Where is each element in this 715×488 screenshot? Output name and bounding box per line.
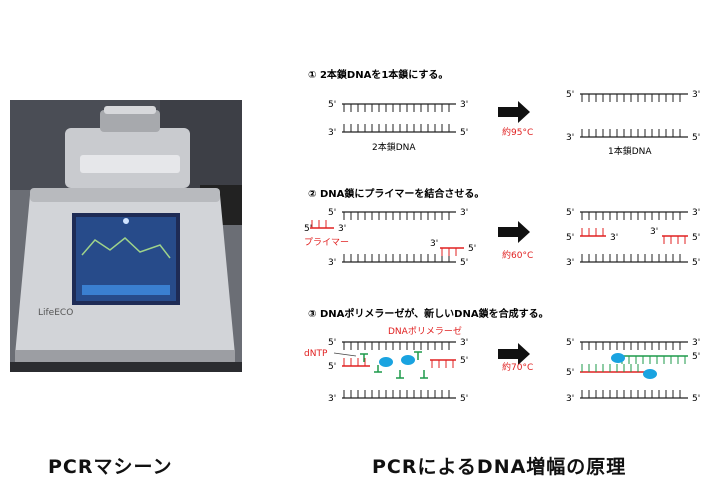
polymerase-icon bbox=[643, 369, 657, 379]
svg-text:5': 5' bbox=[566, 90, 574, 100]
svg-text:3': 3' bbox=[460, 100, 468, 110]
polymerase-icon bbox=[611, 353, 625, 363]
temp-70: 約70°C bbox=[502, 361, 533, 373]
svg-text:3': 3' bbox=[566, 258, 574, 268]
svg-text:5': 5' bbox=[692, 394, 700, 404]
brand-label: LifeECO bbox=[38, 308, 73, 318]
temp-95: 約95°C bbox=[502, 126, 533, 138]
svg-text:3': 3' bbox=[566, 394, 574, 404]
label-dntp: dNTP bbox=[304, 349, 328, 359]
step2-title: ② DNA鎖にプライマーを結合させる。 bbox=[308, 187, 484, 200]
step1-title: ① 2本鎖DNAを1本鎖にする。 bbox=[308, 68, 448, 81]
label-single-strand: 1本鎖DNA bbox=[608, 145, 652, 157]
svg-text:5': 5' bbox=[692, 233, 700, 243]
svg-text:3': 3' bbox=[338, 224, 346, 234]
svg-text:3': 3' bbox=[566, 133, 574, 143]
svg-text:5': 5' bbox=[328, 208, 336, 218]
svg-text:3': 3' bbox=[328, 258, 336, 268]
svg-text:3': 3' bbox=[328, 128, 336, 138]
svg-text:5': 5' bbox=[328, 100, 336, 110]
svg-text:5': 5' bbox=[692, 352, 700, 362]
polymerase-icon bbox=[379, 357, 393, 367]
arrow-right-icon bbox=[498, 343, 530, 365]
polymerase-icon bbox=[401, 355, 415, 365]
svg-text:3': 3' bbox=[650, 227, 658, 237]
svg-text:3': 3' bbox=[610, 233, 618, 243]
label-polymerase: DNAポリメラーゼ bbox=[388, 325, 462, 337]
svg-text:5': 5' bbox=[468, 244, 476, 254]
svg-text:3': 3' bbox=[692, 338, 700, 348]
svg-text:5': 5' bbox=[692, 258, 700, 268]
step3-left-strands: 5' 3' 3' 5' 5' 5' bbox=[328, 338, 468, 404]
svg-text:5': 5' bbox=[328, 338, 336, 348]
step2-right-strands: 5' 3' 3' 5' 5' 3' 3' 5' bbox=[566, 208, 700, 268]
temp-60: 約60°C bbox=[502, 249, 533, 261]
svg-text:5': 5' bbox=[460, 128, 468, 138]
svg-text:3': 3' bbox=[460, 338, 468, 348]
svg-text:3': 3' bbox=[692, 208, 700, 218]
pcr-principle-diagram: ① 2本鎖DNAを1本鎖にする。 5' 3' 3' 5' 2本鎖DNA 約95°… bbox=[304, 68, 700, 404]
svg-text:5': 5' bbox=[460, 394, 468, 404]
label-primer: プライマー bbox=[304, 237, 349, 248]
step1-double-strand: 5' 3' 3' 5' bbox=[328, 100, 468, 138]
caption-pcr-principle: PCRによるDNA増幅の原理 bbox=[372, 456, 627, 478]
svg-text:5': 5' bbox=[304, 224, 312, 234]
svg-text:5': 5' bbox=[328, 362, 336, 372]
step3-title: ③ DNAポリメラーゼが、新しいDNA鎖を合成する。 bbox=[308, 307, 549, 320]
svg-text:5': 5' bbox=[460, 258, 468, 268]
label-double-strand: 2本鎖DNA bbox=[372, 141, 416, 153]
svg-text:3': 3' bbox=[328, 394, 336, 404]
svg-text:5': 5' bbox=[460, 356, 468, 366]
svg-text:5': 5' bbox=[692, 133, 700, 143]
svg-text:3': 3' bbox=[460, 208, 468, 218]
svg-text:3': 3' bbox=[692, 90, 700, 100]
arrow-right-icon bbox=[498, 101, 530, 123]
svg-text:5': 5' bbox=[566, 208, 574, 218]
arrow-right-icon bbox=[498, 221, 530, 243]
step1-single-strands: 5' 3' 3' 5' bbox=[566, 90, 700, 143]
svg-text:5': 5' bbox=[566, 233, 574, 243]
pcr-machine-photo: LifeECO bbox=[10, 100, 242, 372]
step3-right-strands: 5' 3' 3' 5' 5' 5' bbox=[566, 338, 700, 404]
svg-text:3': 3' bbox=[430, 239, 438, 249]
caption-pcr-machine: PCRマシーン bbox=[48, 456, 173, 478]
svg-text:5': 5' bbox=[566, 368, 574, 378]
svg-text:5': 5' bbox=[566, 338, 574, 348]
step2-left-strands: 5' 3' 3' 5' 5' 3' 3' 5' bbox=[304, 208, 476, 268]
